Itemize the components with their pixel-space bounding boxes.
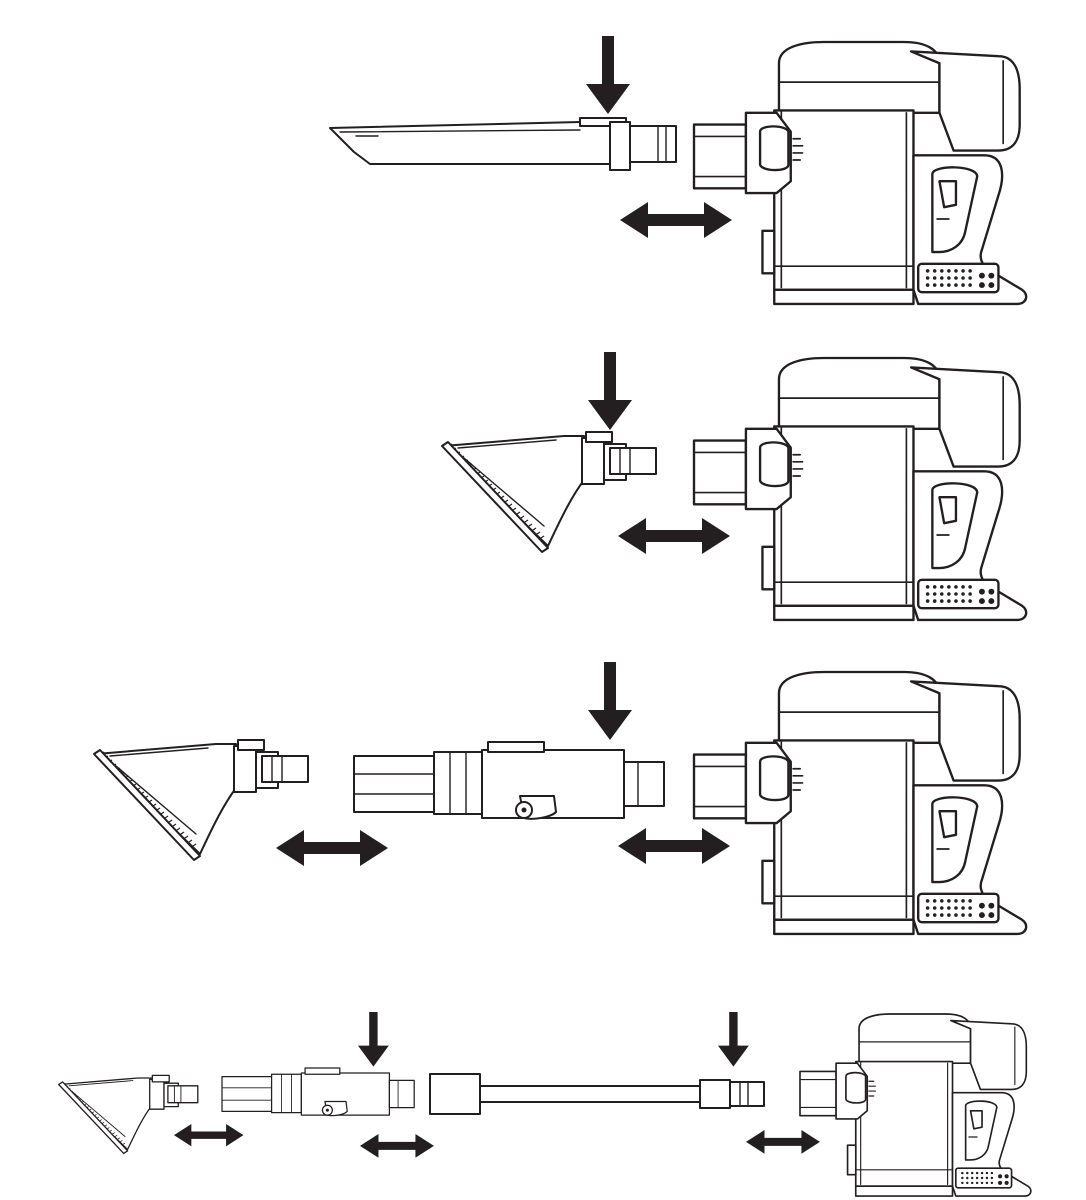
vacuum-body: [692, 356, 1028, 622]
step-brush-with-adapter: [93, 662, 1028, 936]
press-arrow-down: [588, 352, 632, 430]
connect-arrow: [360, 1134, 434, 1158]
press-arrow-down: [358, 1012, 389, 1067]
connect-arrow: [618, 828, 730, 864]
connect-arrow: [620, 202, 732, 238]
adapter: [221, 1067, 415, 1117]
connect-arrow: [618, 518, 730, 554]
connect-arrow: [276, 830, 388, 866]
adapter: [353, 741, 665, 820]
press-arrow-down: [718, 1012, 749, 1067]
brush-tool: [58, 1074, 199, 1155]
vacuum-body: [799, 1013, 1032, 1197]
connect-arrow: [746, 1130, 820, 1154]
step-crevice-tool: [329, 36, 1028, 306]
brush-tool: [93, 739, 309, 861]
vacuum-body: [692, 670, 1028, 936]
extension-tube: [429, 1073, 765, 1115]
connect-arrow: [174, 1124, 244, 1147]
press-arrow-down: [588, 662, 632, 740]
crevice-tool: [329, 117, 677, 171]
step-brush-adapter-extension: [58, 1012, 1032, 1197]
vacuum-body: [692, 40, 1028, 306]
step-brush-tool: [441, 352, 1028, 622]
press-arrow-down: [586, 36, 630, 114]
